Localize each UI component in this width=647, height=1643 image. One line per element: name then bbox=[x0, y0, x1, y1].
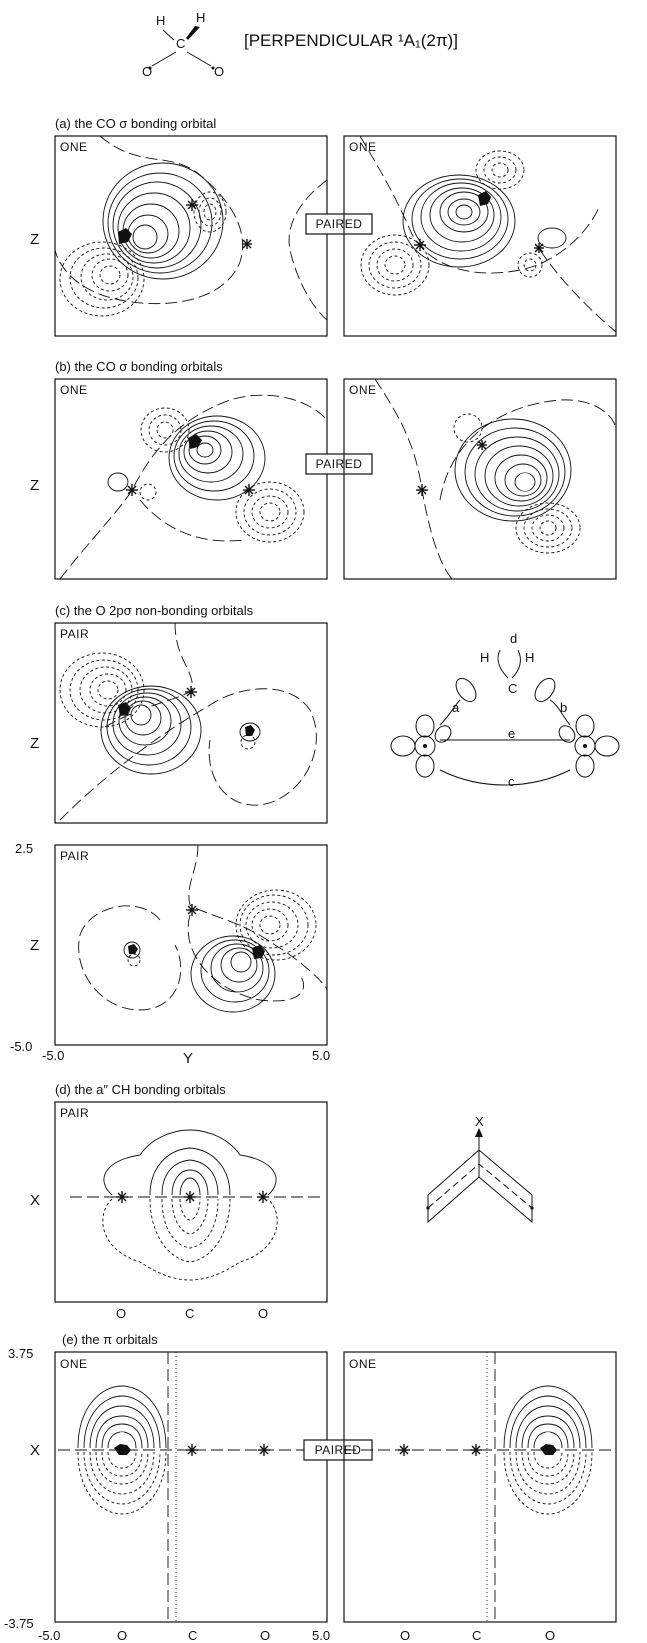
legend-x: X bbox=[475, 1114, 484, 1129]
panel-e-ymax: 3.75 bbox=[8, 1346, 33, 1361]
panel-b-right-tag: ONE bbox=[349, 383, 377, 397]
panel-e-tick-c-2: C bbox=[472, 1628, 481, 1643]
panel-e-paired-box: PAIRED bbox=[303, 1439, 373, 1461]
panel-b-paired-box: PAIRED bbox=[305, 453, 373, 475]
legend-c: C bbox=[508, 681, 517, 696]
header-o-left: O bbox=[142, 64, 152, 79]
legend-h1: H bbox=[480, 650, 489, 665]
header-o-right: O bbox=[214, 64, 224, 79]
panel-d-tag: PAIR bbox=[60, 1106, 89, 1120]
panel-e-tick-o-1: O bbox=[117, 1628, 127, 1643]
panel-e-left-plot: ONE bbox=[54, 1351, 328, 1623]
panel-e-paired-label: PAIRED bbox=[315, 1443, 362, 1457]
panel-c-y-label: Y bbox=[183, 1050, 193, 1067]
header-h-left: H bbox=[156, 13, 165, 28]
panel-c-top-tag: PAIR bbox=[60, 627, 89, 641]
panel-a-left-plot: ONE bbox=[54, 135, 328, 337]
legend-d: d bbox=[510, 631, 517, 646]
panel-c-bottom-tag: PAIR bbox=[60, 849, 89, 863]
panel-c-ymin: -5.0 bbox=[10, 1039, 32, 1054]
panel-e-tick-o-4: O bbox=[545, 1628, 555, 1643]
panel-c-bottom-plot: PAIR bbox=[54, 844, 328, 1046]
panel-b-right-plot: ONE bbox=[343, 378, 617, 580]
panel-b-title: (b) the CO σ bonding orbitals bbox=[55, 359, 223, 374]
panel-e-x-label: X bbox=[30, 1442, 40, 1459]
panel-c-xmin: -5.0 bbox=[42, 1048, 64, 1063]
legend-h2: H bbox=[525, 650, 534, 665]
legend-e: e bbox=[508, 726, 515, 741]
panel-a-right-plot: ONE bbox=[343, 135, 617, 337]
panel-e-xmax: 5.0 bbox=[312, 1628, 330, 1643]
panel-a-z-label: Z bbox=[30, 231, 39, 248]
panel-e-tick-o-2: O bbox=[260, 1628, 270, 1643]
orbital-legend-diagram: d H H C a b e c bbox=[390, 631, 620, 789]
panel-c-ymax: 2.5 bbox=[15, 841, 33, 856]
panel-e-right-tag: ONE bbox=[349, 1357, 377, 1371]
panel-b-left-plot: ONE bbox=[54, 378, 328, 580]
x-axis-orientation-diagram: X bbox=[426, 1114, 534, 1224]
header-c: C bbox=[176, 36, 185, 51]
panel-e-title: (e) the π orbitals bbox=[62, 1332, 158, 1347]
panel-d-plot: PAIR bbox=[54, 1101, 328, 1303]
panel-e-right-plot: ONE bbox=[343, 1351, 617, 1623]
panel-e-tick-o-3: O bbox=[400, 1628, 410, 1643]
header-h-right: H bbox=[196, 10, 205, 25]
panel-a-left-tag: ONE bbox=[60, 140, 88, 154]
panel-c-top-plot: PAIR bbox=[54, 622, 328, 824]
header-state: [PERPENDICULAR ¹A₁(2π)] bbox=[244, 31, 458, 50]
panel-e-ymin: -3.75 bbox=[4, 1616, 34, 1631]
panel-e-tick-c-1: C bbox=[188, 1628, 197, 1643]
panel-c-xmax: 5.0 bbox=[312, 1048, 330, 1063]
panel-d-tick-c: C bbox=[185, 1306, 194, 1321]
panel-c-title: (c) the O 2pσ non-bonding orbitals bbox=[55, 603, 254, 618]
panel-d-tick-o-right: O bbox=[258, 1306, 268, 1321]
panel-c-z-label-top: Z bbox=[30, 735, 39, 752]
legend-b: b bbox=[560, 700, 567, 715]
panel-d-tick-o-left: O bbox=[116, 1306, 126, 1321]
panel-d-x-label: X bbox=[30, 1192, 40, 1209]
panel-b-left-tag: ONE bbox=[60, 383, 88, 397]
panel-a-title: (a) the CO σ bonding orbital bbox=[55, 116, 216, 131]
legend-c-label: c bbox=[508, 774, 515, 789]
panel-a-right-tag: ONE bbox=[349, 140, 377, 154]
panel-d-title: (d) the a″ CH bonding orbitals bbox=[55, 1082, 226, 1097]
panel-b-z-label: Z bbox=[30, 477, 39, 494]
legend-a: a bbox=[452, 700, 460, 715]
panel-a-paired-label: PAIRED bbox=[316, 217, 363, 231]
panel-c-z-label-bottom: Z bbox=[30, 937, 39, 954]
panel-e-xmin: -5.0 bbox=[38, 1628, 60, 1643]
header-molecule: H H C O O [PERPENDICULAR ¹A₁(2π)] bbox=[142, 10, 458, 79]
panel-e-left-tag: ONE bbox=[60, 1357, 88, 1371]
panel-b-paired-label: PAIRED bbox=[316, 457, 363, 471]
panel-a-paired-box: PAIRED bbox=[305, 213, 373, 235]
